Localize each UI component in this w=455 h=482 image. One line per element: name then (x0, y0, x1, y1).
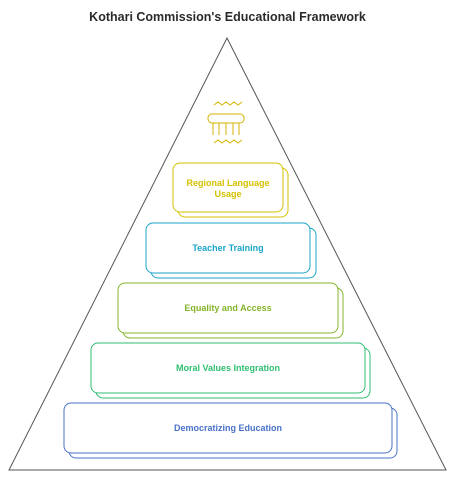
tier-box (117, 282, 339, 334)
diagram-title: Kothari Commission's Educational Framewo… (89, 10, 366, 24)
tier-label-line: Usage (214, 189, 241, 199)
tier-democratizing-education: Democratizing Education (63, 402, 398, 459)
tier-equality-and-access: Equality and Access (117, 282, 344, 339)
pyramid-outline (8, 36, 447, 471)
tier-label: Equality and Access (184, 303, 271, 313)
tier-label: Teacher Training (192, 243, 263, 253)
tier-teacher-training: Teacher Training (145, 222, 317, 279)
tier-box (63, 402, 393, 454)
tier-label: Moral Values Integration (176, 363, 280, 373)
tier-box (172, 162, 284, 213)
tier-label-line: Regional Language (186, 178, 269, 188)
tier-box (90, 342, 366, 394)
tier-box (145, 222, 311, 274)
pillar-icon (207, 101, 245, 144)
tier-moral-values-integration: Moral Values Integration (90, 342, 371, 399)
tier-label: Democratizing Education (174, 423, 282, 433)
tier-regional-language-usage: Regional Language Usage (172, 162, 289, 218)
